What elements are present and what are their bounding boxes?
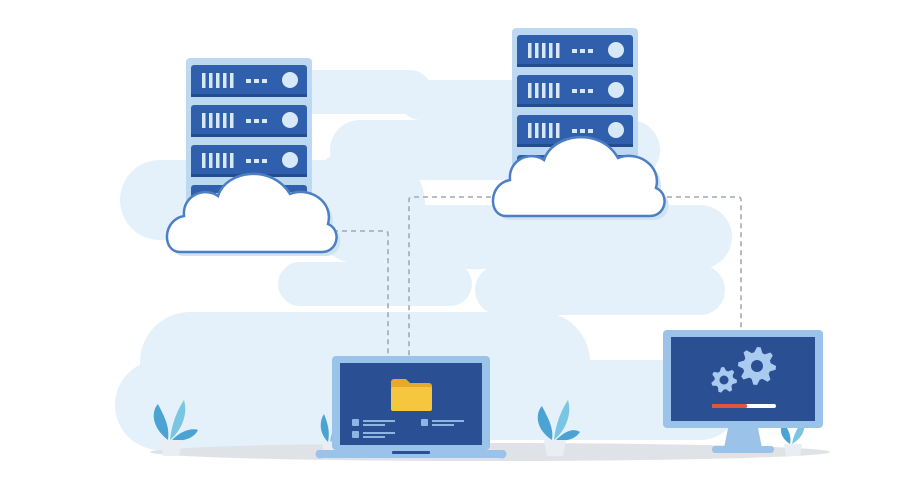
left-cloud-to-laptop-line (333, 230, 389, 358)
server-unit (191, 145, 307, 177)
right-cloud-icon (491, 135, 669, 220)
laptop-icon (315, 356, 507, 459)
progress-bar (712, 404, 776, 408)
server-unit (517, 75, 633, 107)
right-cloud-to-laptop-line (408, 196, 500, 358)
right-cloud-to-monitor-line (658, 196, 742, 332)
gears-icon (711, 347, 776, 393)
file-list (352, 419, 464, 438)
server-unit (191, 65, 307, 97)
plant-left-icon (153, 400, 198, 456)
left-cloud-icon (165, 172, 341, 256)
network-connections (333, 196, 742, 358)
server-unit (191, 105, 307, 137)
plant-center-right-icon (537, 400, 580, 456)
desktop-monitor-icon (663, 330, 823, 453)
server-unit (517, 35, 633, 67)
folder-icon (391, 379, 432, 411)
